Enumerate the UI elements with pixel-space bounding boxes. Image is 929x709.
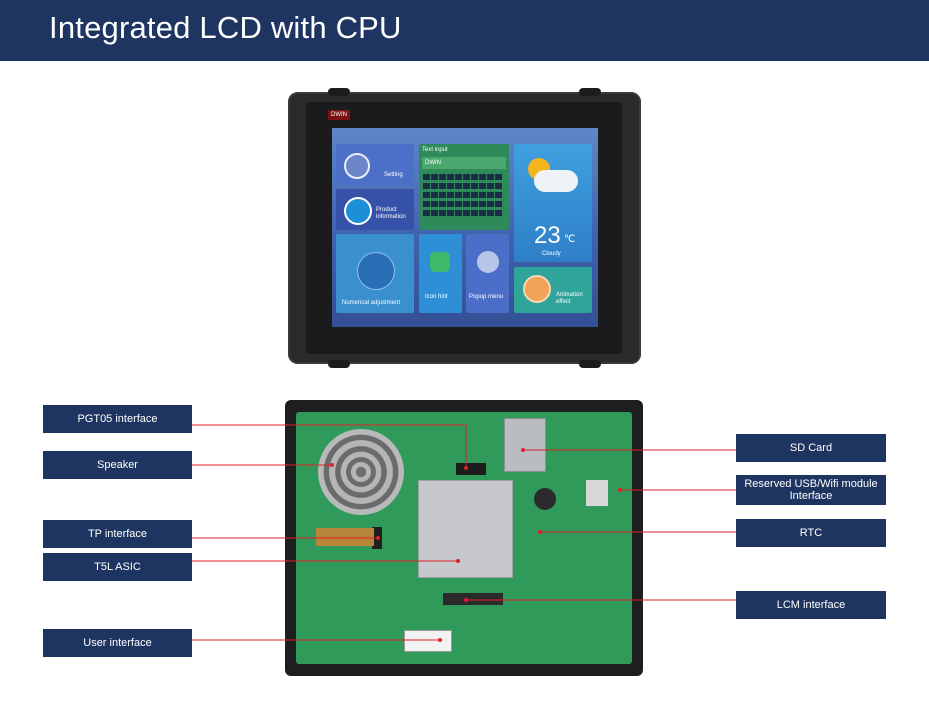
window-icon [430,252,450,272]
tile-icon-hint-label: Icon hint [425,294,448,300]
text-input-label: Text input [422,147,448,153]
gear-icon [344,153,370,179]
tile-text-input: Text input DWIN [419,144,509,230]
layers-icon [477,251,499,273]
callout-usb-wifi-interface: Reserved USB/Wifi module Interface [736,475,886,505]
tp-flex-cable [316,528,374,546]
mount-tab [579,360,601,368]
callout-rtc: RTC [736,519,886,547]
tile-popup-menu-label: Popup menu [469,294,504,300]
tile-product-information: Product information [336,189,414,230]
pgt05-connector [456,463,486,475]
tile-animation-effect-label: Animation effect [556,292,583,305]
tile-animation-effect: Animation effect [514,267,592,313]
user-interface-connector [404,630,452,652]
callout-speaker: Speaker [43,451,192,479]
weather-condition: Cloudy [542,251,561,257]
text-input-field[interactable]: DWIN [422,157,506,169]
dwin-logo: DWIN [328,110,350,120]
callout-user-interface: User interface [43,629,192,657]
page-title: Integrated LCD with CPU [49,10,402,45]
cloud-icon [534,170,578,192]
tile-weather: 23 ℃ Cloudy [514,144,592,262]
t5l-asic-chip [418,480,513,578]
weather-unit: ℃ [564,234,576,245]
animation-icon [523,275,551,303]
sliders-icon [357,252,395,290]
tile-numerical-adjustment-label: Numerical adjustment [342,300,401,306]
on-screen-keyboard[interactable] [422,173,508,218]
lcm-connector [443,593,503,605]
tile-setting-label: Setting [384,172,403,178]
callout-pgt05-interface: PGT05 interface [43,405,192,433]
tile-icon-hint: Icon hint [419,234,462,313]
lcd-screen: Setting Product information Text input D… [332,128,598,327]
mount-tab [579,88,601,96]
usb-wifi-connector [586,480,608,506]
callout-lcm-interface: LCM interface [736,591,886,619]
rtc-battery [534,488,556,510]
tile-numerical-adjustment: Numerical adjustment [336,234,414,313]
tile-product-information-label: Product information [376,207,406,220]
speaker-grille [318,429,404,515]
mount-tab [328,360,350,368]
info-icon [344,197,372,225]
weather-temperature: 23 [534,222,561,249]
tile-setting: Setting [336,144,414,185]
callout-t5l-asic: T5L ASIC [43,553,192,581]
callout-sd-card: SD Card [736,434,886,462]
callout-tp-interface: TP interface [43,520,192,548]
sd-card-slot [504,418,546,472]
tile-popup-menu: Popup menu [466,234,509,313]
header-bar: Integrated LCD with CPU [0,0,929,61]
mount-tab [328,88,350,96]
